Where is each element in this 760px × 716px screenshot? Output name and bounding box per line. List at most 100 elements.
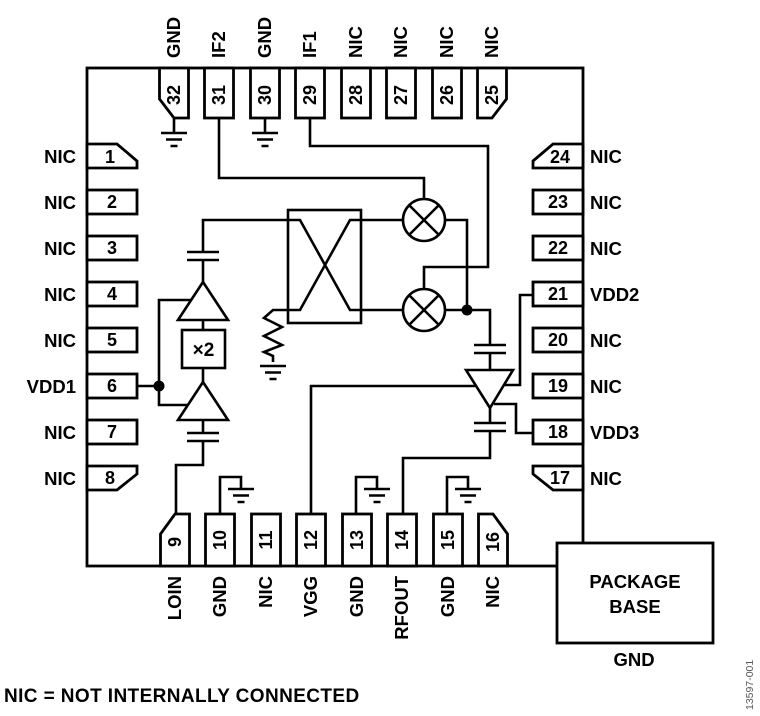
pin-21-box <box>531 280 585 308</box>
capacitor-icon <box>474 343 506 355</box>
pin-21-number: 21 <box>548 284 568 304</box>
pin-27-number: 27 <box>391 85 411 105</box>
amplifier-icon <box>463 368 516 411</box>
wire-vdd3 <box>494 402 533 435</box>
capacitor-icon <box>474 421 506 433</box>
pin-14-number: 14 <box>392 530 412 550</box>
wire-gnd15 <box>445 475 470 514</box>
pin-16-label: NIC <box>482 576 503 608</box>
wire-if1 <box>308 118 490 289</box>
wire-mix1-out <box>445 218 469 310</box>
pins-left: 1 2 3 4 5 6 7 8 NIC NIC NIC NIC NIC VDD1… <box>27 142 139 492</box>
pin-29-label: IF1 <box>299 31 320 58</box>
pin-25-number: 25 <box>482 85 502 105</box>
pin-31-label: IF2 <box>208 31 229 58</box>
ground-icon <box>455 487 481 504</box>
pin-10-number: 10 <box>210 530 230 550</box>
frequency-doubler-label: ×2 <box>193 340 215 361</box>
pin-2-number: 2 <box>107 192 117 212</box>
wire-junction-cap <box>467 308 492 345</box>
pin-9-number: 9 <box>165 537 185 547</box>
pin-20-number: 20 <box>548 330 568 350</box>
pin-10-box <box>204 512 236 568</box>
figure-code: 13597-001 <box>744 660 756 710</box>
pin-20-box <box>531 326 585 354</box>
wire-vdd1-down <box>157 386 189 407</box>
pin-8-box <box>85 464 139 492</box>
wire-vdd2 <box>504 293 533 387</box>
pin-25-box <box>476 66 508 120</box>
pin-25-label: NIC <box>481 26 502 58</box>
pin-2-box <box>85 188 139 216</box>
pin-22-number: 22 <box>548 238 568 258</box>
pin-24-label: NIC <box>590 146 622 167</box>
pin-31-number: 31 <box>209 85 229 105</box>
ground-icon <box>252 131 278 148</box>
wire-gnd13 <box>354 475 379 514</box>
pin-10-label: GND <box>209 576 230 617</box>
pin-24-number: 24 <box>550 147 570 167</box>
pin-19-number: 19 <box>548 376 568 396</box>
pin-19-label: NIC <box>590 376 622 397</box>
pin-4-label: NIC <box>44 284 76 305</box>
pin-6-number: 6 <box>107 376 117 396</box>
pin-8-label: NIC <box>44 468 76 489</box>
pin-6-label: VDD1 <box>27 376 76 397</box>
pins-top: 32 31 30 29 28 27 26 25 GND IF2 GND IF1 … <box>158 17 508 120</box>
pin-24-box <box>531 142 585 170</box>
pin-16-box <box>477 512 509 568</box>
pin-9-box <box>159 512 191 568</box>
pin-19-box <box>531 372 585 400</box>
ground-icon <box>260 364 286 381</box>
package-base-line2: BASE <box>609 596 660 617</box>
pin-27-box <box>385 66 417 120</box>
mixer-icon <box>401 287 447 333</box>
wires <box>137 118 533 514</box>
pin-15-box <box>432 512 464 568</box>
pin-32-label: GND <box>163 17 184 58</box>
pin-3-label: NIC <box>44 238 76 259</box>
pin-28-box <box>340 66 372 120</box>
pin-3-number: 3 <box>107 238 117 258</box>
wire-loin-pin9 <box>174 441 205 514</box>
package-base-box <box>555 541 715 645</box>
pin-18-box <box>531 418 585 446</box>
wire-vgg <box>309 384 477 514</box>
package-base: PACKAGE BASE GND <box>555 541 715 670</box>
pin-7-number: 7 <box>107 422 117 442</box>
pin-31-box <box>203 66 235 120</box>
pin-26-label: NIC <box>436 26 457 58</box>
wire-gnd10 <box>218 475 243 514</box>
pin-9-label: LOIN <box>164 576 185 620</box>
pin-17-number: 17 <box>550 468 570 488</box>
pin-27-label: NIC <box>390 26 411 58</box>
wire-rfout-pin14 <box>401 431 492 514</box>
pin-21-label: VDD2 <box>590 284 639 305</box>
pin-12-number: 12 <box>301 530 321 550</box>
pin-28-label: NIC <box>345 26 366 58</box>
pin-23-box <box>531 188 585 216</box>
pin-1-label: NIC <box>44 146 76 167</box>
resistor-icon <box>260 308 288 362</box>
pin-11-box <box>250 512 282 568</box>
wire-vdd1-up <box>157 298 192 386</box>
pin-5-label: NIC <box>44 330 76 351</box>
pin-17-box <box>531 464 585 492</box>
pin-1-box <box>85 142 139 170</box>
amplifier-icon <box>175 379 231 422</box>
pin-30-number: 30 <box>255 85 275 105</box>
mixer-icon <box>401 197 447 243</box>
pin-6-box <box>85 372 139 400</box>
pin-1-number: 1 <box>105 147 115 167</box>
pin-13-number: 13 <box>347 530 367 550</box>
pin-14-box <box>386 512 418 568</box>
pin-32-number: 32 <box>164 85 184 105</box>
pin-4-number: 4 <box>107 284 117 304</box>
pin-5-number: 5 <box>107 330 117 350</box>
pins-right: 24 23 22 21 20 19 18 17 NIC NIC NIC VDD2… <box>531 142 639 492</box>
ground-icons <box>161 131 481 504</box>
package-base-gnd-label: GND <box>613 649 654 670</box>
pin-7-box <box>85 418 139 446</box>
pin-12-label: VGG <box>300 576 321 617</box>
